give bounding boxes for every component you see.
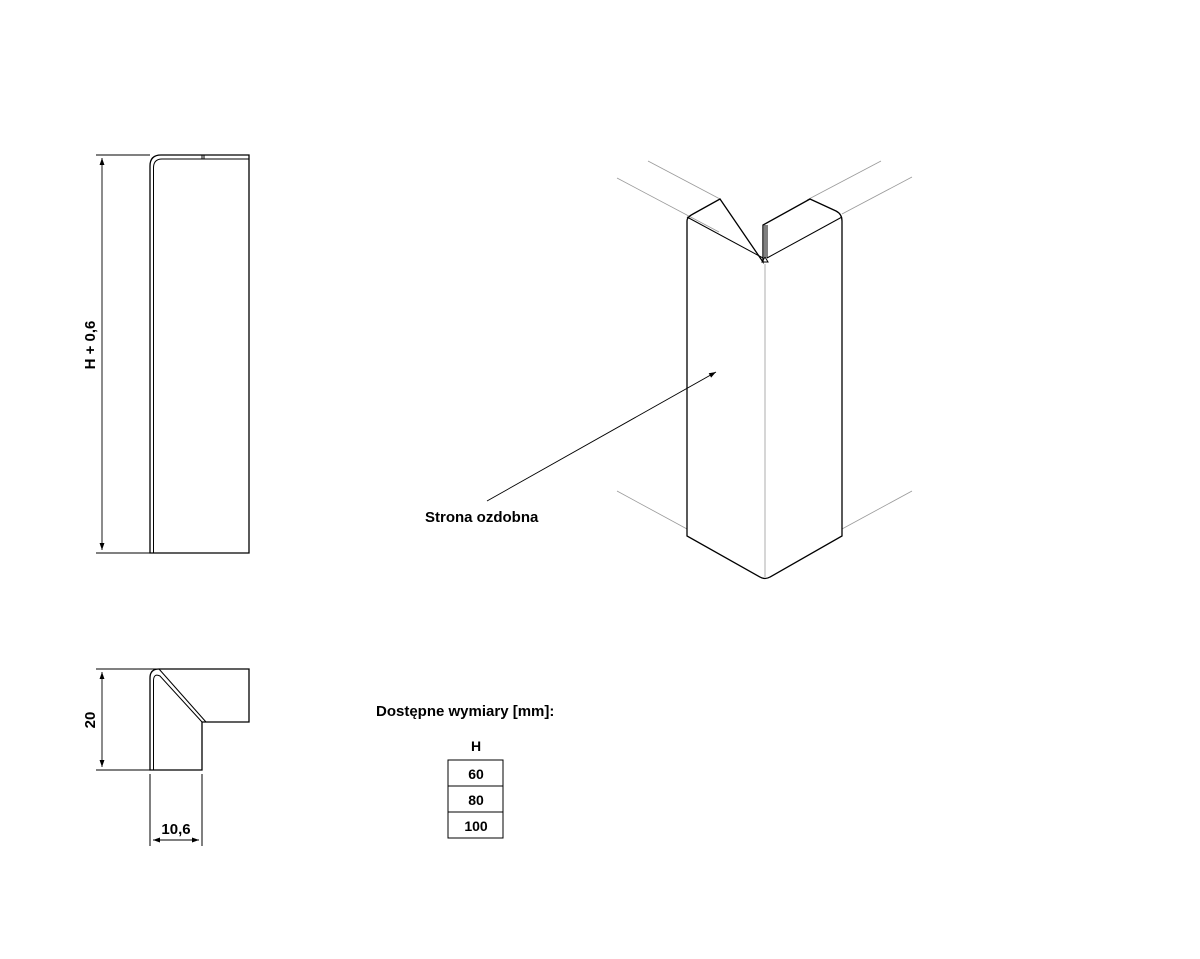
width-dimension-label: 10,6 <box>161 821 190 838</box>
sizes-column-header: H <box>471 738 481 754</box>
front-elevation-view <box>96 154 250 554</box>
size-value: 80 <box>468 792 484 808</box>
cross-section-view <box>96 668 250 846</box>
sizes-table-cell <box>447 811 504 839</box>
size-value: 100 <box>464 818 488 834</box>
height-dimension-label: H + 0,6 <box>82 321 99 370</box>
depth-dimension-label: 20 <box>82 712 99 729</box>
callout-label: Strona ozdobna <box>425 509 539 526</box>
size-value: 60 <box>468 766 484 782</box>
sizes-title: Dostępne wymiary [mm]: <box>376 703 554 720</box>
callout-arrow <box>486 371 717 502</box>
sizes-table <box>447 759 504 839</box>
isometric-corner-view <box>616 160 913 580</box>
